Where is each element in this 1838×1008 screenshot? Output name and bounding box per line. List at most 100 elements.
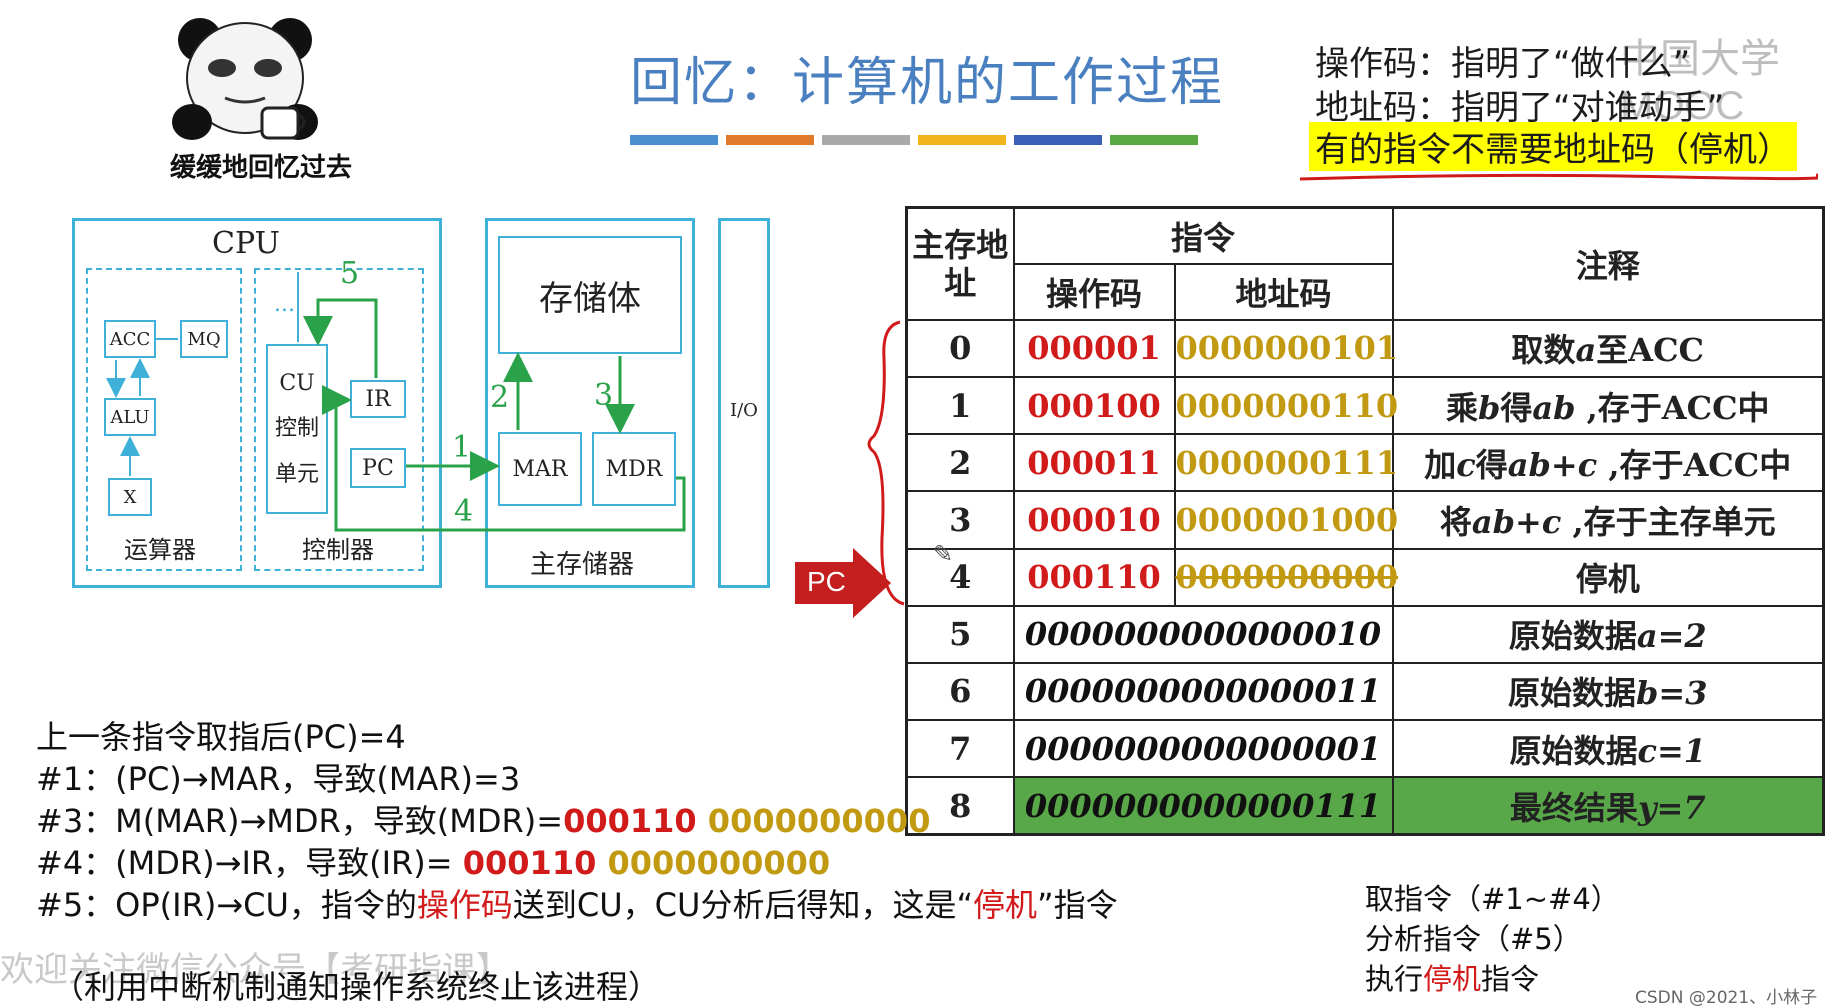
note-part: c: [1456, 445, 1476, 484]
phase-execute: 执行停机指令: [1365, 956, 1539, 998]
meme-caption: 缓缓地回忆过去: [170, 153, 353, 183]
note-part: 至ACC: [1596, 331, 1705, 370]
cell-addrcode: 0000000111: [1173, 433, 1398, 493]
mq-register: MQ: [180, 320, 228, 358]
x-register: X: [108, 478, 152, 516]
note-part: ab+c: [1471, 502, 1562, 541]
cpu-box: [72, 218, 442, 588]
pc-register: PC: [350, 448, 406, 488]
cell-note: 乘b得ab ,存于ACC中: [1391, 376, 1825, 436]
cu-label-3: 单元: [274, 461, 319, 487]
io-label: I/O: [730, 400, 758, 421]
note-part: 原始数据: [1508, 617, 1637, 656]
note-part: 原始数据: [1509, 731, 1638, 770]
step4-opcode: 000110: [462, 844, 597, 882]
step4-prefix: #4：(MDR)→IR，导致(IR)=: [36, 844, 463, 882]
step-line-0: 上一条指令取指后(PC)=4: [36, 718, 406, 756]
note-part: 取数: [1511, 331, 1576, 370]
cell-address: 7: [905, 719, 1015, 779]
note-part: ,存于主存单元: [1561, 502, 1776, 541]
header-note: 注释: [1391, 206, 1825, 321]
note-opcode: 操作码：指明了“做什么”: [1315, 44, 1691, 84]
phase-fetch: 取指令（#1~#4）: [1365, 882, 1620, 916]
cell-address: 5: [905, 604, 1015, 664]
step-line-1: #1：(PC)→MAR，导致(MAR)=3: [36, 760, 521, 798]
step-line-3: #3：M(MAR)→MDR，导致(MDR)=000110 0000000000: [36, 796, 930, 842]
note-part: ab: [1532, 388, 1576, 427]
color-bar-4: [918, 135, 1006, 145]
main-memory-box: [485, 218, 695, 588]
mar-register: MAR: [498, 432, 582, 506]
note-part: 最终结果: [1509, 788, 1638, 827]
step-label-2: 2: [490, 380, 510, 415]
note-part: a: [1575, 331, 1597, 370]
step3-prefix: #3：M(MAR)→MDR，导致(MDR)=: [36, 802, 564, 840]
note-part: ab+c: [1507, 445, 1598, 484]
cell-addrcode: 0000000101: [1173, 318, 1398, 379]
cu-unit: CU 控制 单元: [266, 344, 328, 514]
mooc-watermark: 中国大学MOOC: [1620, 37, 1780, 128]
phase-exec-prefix: 执行: [1365, 962, 1424, 996]
header-address: 主存地址: [905, 206, 1015, 321]
pc-arrow-label: PC: [807, 566, 846, 597]
phase-analyze: 分析指令（#5）: [1365, 922, 1582, 956]
cell-addrcode: 0000000110: [1173, 376, 1398, 436]
cell-opcode: 000100: [1012, 376, 1176, 436]
note-part: 停机: [1575, 560, 1640, 599]
header-opcode: 操作码: [1012, 262, 1176, 321]
note-part: ,存于ACC中: [1575, 388, 1770, 427]
step5-mid: 送到CU，CU分析后得知，这是“: [512, 886, 974, 924]
cell-note: 原始数据a=2: [1391, 604, 1825, 664]
step5-prefix: #5：OP(IR)→CU，指令的: [36, 886, 417, 924]
cell-opcode: 000011: [1012, 433, 1176, 493]
note-part: ,存于ACC中: [1597, 445, 1792, 484]
step-line-4: #4：(MDR)→IR，导致(IR)= 000110 0000000000: [36, 838, 830, 884]
main-memory-label: 主存储器: [530, 550, 635, 580]
dots: ...: [274, 292, 295, 317]
header-instruction: 指令: [1012, 206, 1394, 265]
cell-address: 1: [905, 376, 1015, 436]
cell-data-value: 0000000000000010: [1012, 604, 1394, 664]
cell-opcode: 000110: [1012, 547, 1176, 607]
pc-pointer-arrow: PC: [795, 548, 893, 618]
cu-label: CU: [279, 370, 315, 396]
step5-opcode-word: 操作码: [416, 886, 513, 924]
step3-addrcode: 0000000000: [696, 802, 931, 840]
cell-note: 停机: [1391, 547, 1825, 607]
note-part: 将: [1439, 502, 1472, 541]
cell-data-value: 0000000000000011: [1012, 661, 1394, 722]
note-part: 得: [1500, 388, 1533, 427]
cell-note: 最终结果y=7: [1391, 776, 1825, 836]
red-underline: [1298, 170, 1826, 189]
note-part: 得: [1475, 445, 1508, 484]
cell-data-value: 0000000000000111: [1012, 776, 1394, 836]
cell-address: 4: [905, 547, 1015, 607]
cell-address: 3: [905, 490, 1015, 550]
arith-unit-label: 运算器: [124, 536, 196, 564]
color-bar-2: [726, 135, 814, 145]
cell-data-value: 0000000000000001: [1012, 719, 1394, 779]
color-bar-1: [630, 135, 718, 145]
cell-addrcode: 0000001000: [1173, 490, 1398, 550]
color-bar-5: [1014, 135, 1102, 145]
cell-address: 8: [905, 776, 1015, 836]
cell-note: 取数a至ACC: [1391, 318, 1825, 379]
controller-label: 控制器: [302, 536, 374, 564]
storage-body: 存储体: [498, 236, 682, 354]
cell-note: 原始数据b=3: [1391, 661, 1825, 722]
alu-unit: ALU: [104, 398, 156, 436]
step-line-6: （利用中断机制通知操作系统终止该进程）: [52, 968, 661, 1006]
page-title: 回忆：计算机的工作过程: [630, 53, 1225, 113]
step5-end: ”指令: [1037, 886, 1118, 924]
color-bar-3: [822, 135, 910, 145]
step-line-5: #5：OP(IR)→CU，指令的操作码送到CU，CU分析后得知，这是“停机”指令: [36, 880, 1118, 926]
step4-addrcode: 0000000000: [596, 844, 831, 882]
